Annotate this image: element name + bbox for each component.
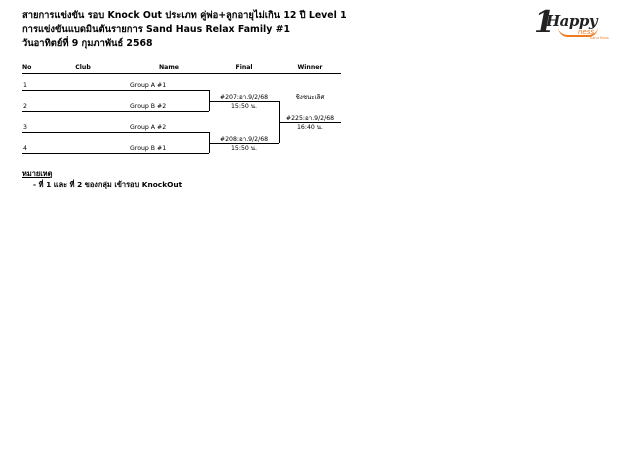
bracket-connector (209, 90, 210, 111)
match-code: #207:อา.9/2/68 (219, 94, 269, 101)
logo-numeral: 1 (534, 5, 555, 40)
final-match-time: 16:40 น. (297, 124, 323, 131)
row-name-underline (129, 111, 209, 112)
row-club-underline (22, 90, 129, 91)
match-time: 15:50 น. (231, 145, 257, 152)
row-number: 2 (23, 103, 27, 110)
column-header-club: Club (37, 62, 129, 74)
row-number: 1 (23, 82, 27, 89)
bracket-line (209, 101, 279, 102)
column-header-no: No (22, 62, 37, 74)
team-name: Group A #1 (130, 82, 167, 89)
row-number: 4 (23, 145, 27, 152)
row-club-underline (22, 153, 129, 154)
column-header-name: Name (129, 62, 209, 74)
logo-suffix: ness (578, 28, 595, 36)
team-name: Group A #2 (130, 124, 167, 131)
logo-word: Happy (546, 12, 598, 30)
row-number: 3 (23, 124, 27, 131)
notes-title: หมายเหตุ (22, 169, 53, 178)
column-header-winner: Winner (279, 62, 341, 74)
final-label: ชิงชนะเลิศ (295, 94, 325, 101)
row-name-underline (129, 132, 209, 133)
row-club-underline (22, 132, 129, 133)
note-item: - ที่ 1 และ ที่ 2 ของกลุ่ม เข้ารอบ Knock… (33, 180, 183, 189)
bracket-connector (209, 132, 210, 153)
event-date: วันอาทิตย์ที่ 9 กุมภาพันธ์ 2568 (22, 38, 153, 49)
brand-logo: 1 Happy ness Sand Haus (534, 8, 624, 44)
team-name: Group B #1 (130, 145, 167, 152)
column-header-final: Final (209, 62, 279, 74)
logo-tagline: Sand Haus (590, 36, 609, 40)
match-time: 15:50 น. (231, 103, 257, 110)
team-name: Group B #2 (130, 103, 167, 110)
match-code: #208:อา.9/2/68 (219, 136, 269, 143)
final-match-code: #225:อา.9/2/68 (285, 115, 335, 122)
tournament-name: การแข่งขันแบดมินตันรายการ Sand Haus Rela… (22, 24, 290, 35)
row-club-underline (22, 111, 129, 112)
row-name-underline (129, 90, 209, 91)
logo-swoosh-icon (558, 27, 598, 37)
page-title: สายการแข่งขัน รอบ Knock Out ประเภท คู่พ่… (22, 10, 347, 21)
bracket-line (279, 122, 341, 123)
row-name-underline (129, 153, 209, 154)
bracket-line (209, 143, 279, 144)
